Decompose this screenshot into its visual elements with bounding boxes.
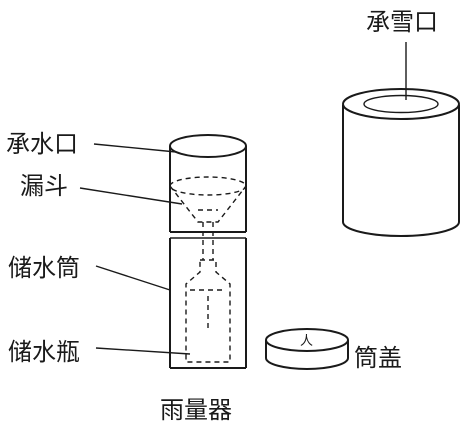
- funnel-label: 漏斗: [20, 172, 68, 200]
- rain-gauge-body: [169, 134, 247, 369]
- funnel-leader: [79, 187, 183, 205]
- cover-mark: 人: [300, 334, 313, 349]
- storage-bottle: [185, 259, 231, 363]
- storage-cylinder-leader: [95, 265, 171, 291]
- water-mouth-leader: [93, 143, 177, 153]
- snow-mouth-cylinder: [342, 42, 460, 237]
- funnel: [169, 176, 247, 260]
- storage-bottle-label: 储水瓶: [8, 338, 80, 366]
- cylinder-cover-label: 筒盖: [354, 344, 402, 372]
- snow-mouth-label: 承雪口: [366, 8, 438, 36]
- storage-bottle-leader: [95, 347, 191, 355]
- storage-cylinder-label: 储水筒: [8, 254, 80, 282]
- cylinder-cover: 人: [265, 328, 349, 370]
- rain-gauge-caption: 雨量器: [160, 396, 232, 424]
- water-mouth-label: 承水口: [6, 130, 78, 158]
